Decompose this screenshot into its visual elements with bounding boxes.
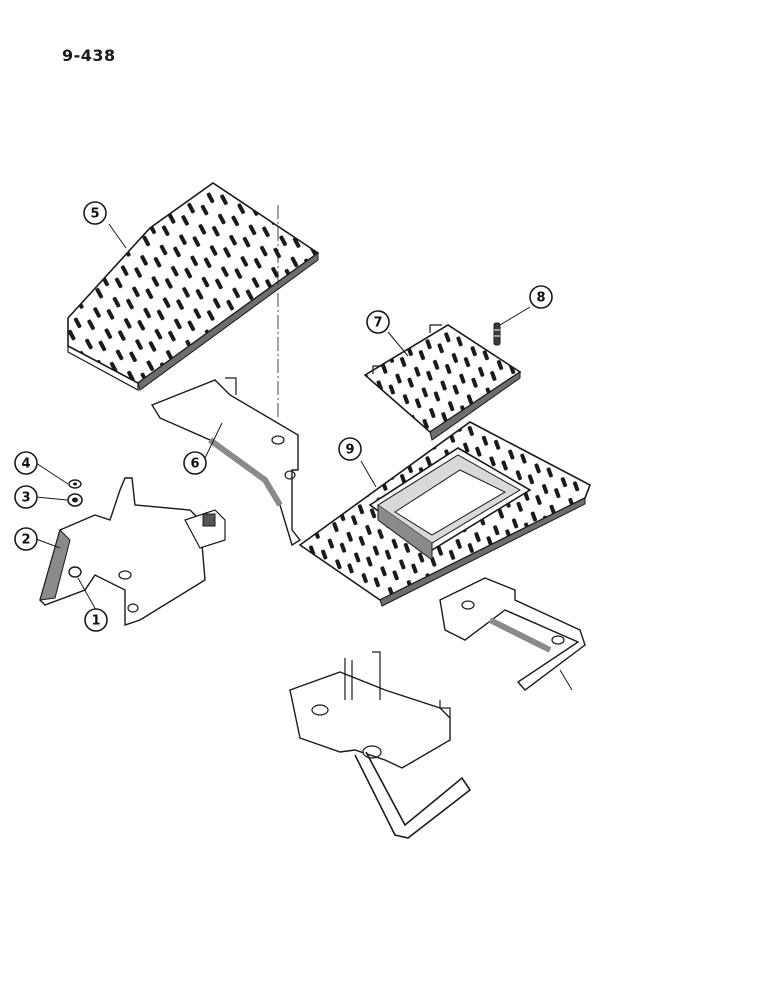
callout-label: 2 (21, 533, 30, 548)
platform-floor-plate (298, 421, 592, 607)
washer (68, 479, 82, 489)
callout-8: 8 (529, 285, 553, 309)
callout-circle (366, 310, 390, 334)
callout-9: 9 (338, 437, 362, 461)
callout-1: 1 (84, 608, 108, 632)
callout-6: 6 (183, 451, 207, 475)
support-bracket (39, 477, 226, 626)
callout-label: 8 (536, 291, 545, 306)
callout-layer: 1 2 3 4 5 6 7 8 9 (14, 201, 553, 632)
rear-mounting-bracket (439, 577, 586, 691)
callout-circle (529, 285, 553, 309)
callout-7: 7 (366, 310, 390, 334)
callout-label: 9 (345, 443, 354, 458)
callout-label: 5 (90, 207, 99, 222)
nut (67, 493, 83, 507)
callout-label: 3 (21, 491, 30, 506)
callout-circle (84, 608, 108, 632)
step-plate-upper (67, 182, 320, 392)
callout-label: 1 (91, 614, 100, 629)
lower-step-frame (289, 651, 472, 839)
callout-4: 4 (14, 451, 38, 475)
callout-2: 2 (14, 527, 38, 551)
bracket-fastener (68, 566, 82, 578)
callout-label: 4 (21, 457, 30, 472)
callout-label: 6 (190, 457, 199, 472)
page-number: 9-438 (62, 46, 116, 65)
callout-circle (14, 485, 38, 509)
step-support-arm (150, 377, 302, 547)
callout-circle (183, 451, 207, 475)
spring-pin (493, 322, 501, 346)
callout-circle (14, 527, 38, 551)
callout-label: 7 (373, 316, 382, 331)
step-plate-small (363, 324, 522, 441)
leader-lines (35, 223, 573, 691)
callout-5: 5 (83, 201, 107, 225)
callout-circle (338, 437, 362, 461)
callout-3: 3 (14, 485, 38, 509)
callout-circle (83, 201, 107, 225)
callout-circle (14, 451, 38, 475)
